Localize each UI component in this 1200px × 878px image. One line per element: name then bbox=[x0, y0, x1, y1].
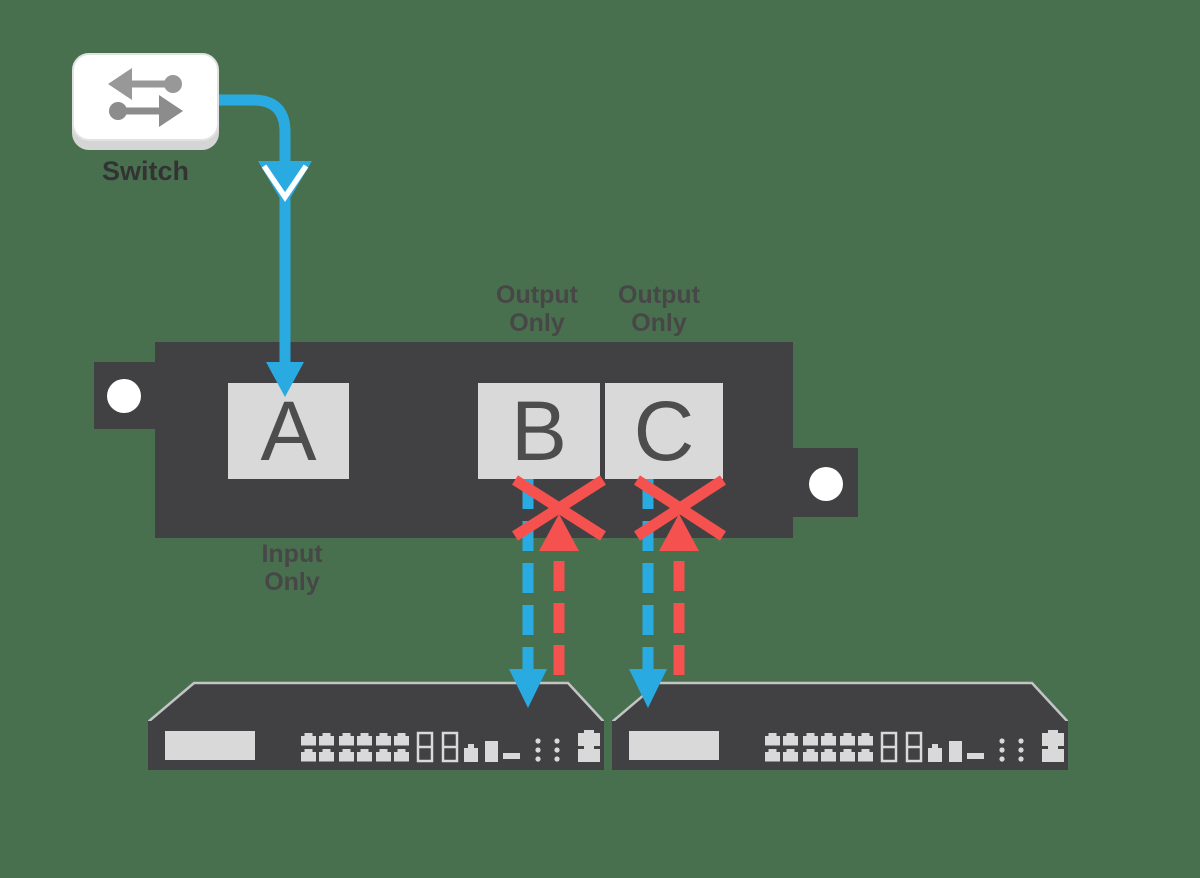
screw-hole-left bbox=[107, 379, 141, 413]
rack-appliance-2 bbox=[612, 681, 1068, 772]
port-b-letter: B bbox=[510, 384, 568, 478]
port-b-caption: Output Only bbox=[472, 281, 602, 337]
port-a-caption-line2: Only bbox=[264, 568, 320, 596]
port-a-caption-line1: Input bbox=[261, 540, 323, 568]
port-c-letter: C bbox=[633, 384, 695, 478]
port-c-caption-line2: Only bbox=[631, 309, 687, 337]
port-a: A bbox=[228, 383, 349, 479]
port-b-caption-line2: Only bbox=[509, 309, 565, 337]
rack-appliance-1 bbox=[148, 681, 604, 772]
port-a-caption: Input Only bbox=[227, 540, 357, 596]
c-up-arrow-blocked bbox=[659, 514, 699, 682]
port-c-caption: Output Only bbox=[594, 281, 724, 337]
mount-ear-left bbox=[94, 362, 156, 429]
screw-hole-right bbox=[809, 467, 843, 501]
port-a-letter: A bbox=[260, 384, 317, 478]
switch-node bbox=[72, 53, 219, 141]
b-up-arrow-blocked bbox=[539, 514, 579, 682]
port-b-caption-line1: Output bbox=[496, 281, 578, 309]
switch-label: Switch bbox=[101, 156, 189, 186]
port-c: C bbox=[605, 383, 723, 479]
port-b: B bbox=[478, 383, 600, 479]
switch-icon bbox=[108, 68, 183, 127]
port-c-caption-line1: Output bbox=[618, 281, 700, 309]
mount-ear-right bbox=[792, 448, 858, 517]
